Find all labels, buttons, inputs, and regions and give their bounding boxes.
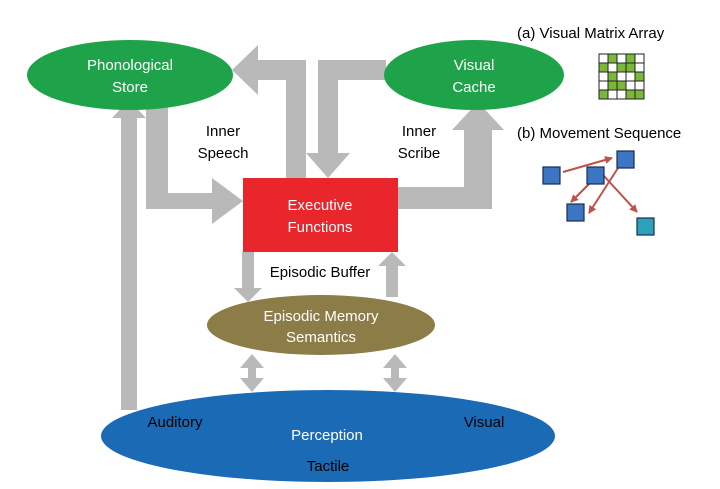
visual-cache-line2: Cache [452,79,495,96]
arrow-perception-to-phonological [112,100,146,410]
matrix-cell [607,53,618,64]
movement-node-2 [616,150,635,169]
matrix-cell [598,71,609,82]
matrix-cell [598,53,609,64]
movement-arrow-1 [562,156,613,173]
matrix-cell [616,53,627,64]
matrix-cell [607,71,618,82]
visual-matrix-grid [598,53,645,100]
movement-arrow-2 [588,167,619,214]
perception-label: Perception [291,427,363,444]
arrow-visual-to-executive [306,60,386,178]
arrow-episodic-perception-left [240,354,264,392]
phonological-store-line1: Phonological [87,57,173,74]
phonological-store-line2: Store [112,79,148,96]
executive-functions-line2: Functions [287,219,352,236]
matrix-cell [625,89,636,100]
executive-functions-node: Executive Functions [243,178,398,252]
movement-node-1 [542,166,561,185]
inner-speech-line2: Speech [198,145,249,162]
matrix-cell [634,53,645,64]
inner-scribe-line1: Inner [402,123,436,140]
movement-sequence-graph [542,150,655,236]
episodic-memory-line2: Semantics [286,329,356,346]
arrow-executive-to-phonological [232,45,306,178]
matrix-cell [634,62,645,73]
inner-scribe-line2: Scribe [398,145,441,162]
inner-speech-line1: Inner [206,123,240,140]
phonological-store-node: Phonological Store [27,40,233,110]
movement-arrow-4 [603,175,638,213]
episodic-memory-node: Episodic Memory Semantics [207,295,435,355]
executive-functions-line1: Executive [287,197,352,214]
perception-auditory-label: Auditory [147,414,203,431]
matrix-cell [616,89,627,100]
matrix-cell [598,62,609,73]
matrix-cell [616,62,627,73]
matrix-cell [616,80,627,91]
matrix-cell [616,71,627,82]
movement-node-5 [636,217,655,236]
arrow-executive-to-episodic [234,252,262,302]
matrix-cell [607,89,618,100]
matrix-cell [634,80,645,91]
matrix-cell [598,80,609,91]
matrix-cell [625,80,636,91]
perception-visual-label: Visual [464,414,505,431]
perception-node: Perception Auditory Visual Tactile [101,390,555,482]
matrix-cell [598,89,609,100]
matrix-cell [634,71,645,82]
perception-tactile-label: Tactile [307,458,350,475]
matrix-cell [625,71,636,82]
matrix-cell [625,62,636,73]
matrix-cell [634,89,645,100]
episodic-buffer-label: Episodic Buffer [270,264,371,281]
arrow-episodic-perception-right [383,354,407,392]
movement-sequence-title: (b) Movement Sequence [517,125,681,142]
visual-cache-node: Visual Cache [384,40,564,110]
matrix-cell [607,62,618,73]
matrix-cell [625,53,636,64]
visual-matrix-title: (a) Visual Matrix Array [517,25,665,42]
movement-node-3 [586,166,605,185]
visual-cache-line1: Visual [454,57,495,74]
arrow-episodic-to-executive [378,252,406,297]
arrow-executive-to-visual [398,102,504,209]
episodic-memory-line1: Episodic Memory [263,308,379,325]
movement-node-4 [566,203,585,222]
arrow-phonological-to-executive [146,104,243,224]
matrix-cell [607,80,618,91]
